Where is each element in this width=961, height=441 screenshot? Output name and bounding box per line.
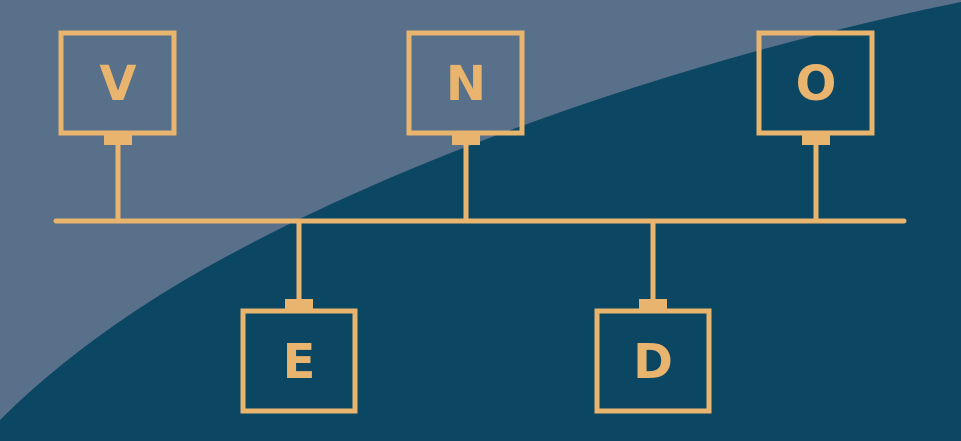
node-label-v: V bbox=[99, 56, 136, 112]
node-label-o: O bbox=[796, 56, 837, 112]
node-label-e: E bbox=[283, 334, 316, 390]
port-tab-o bbox=[802, 133, 830, 145]
port-tab-v bbox=[104, 133, 132, 145]
port-tab-n bbox=[452, 133, 480, 145]
node-label-n: N bbox=[446, 56, 486, 112]
node-label-d: D bbox=[633, 334, 673, 390]
background-highlight bbox=[0, 0, 961, 420]
port-tab-d bbox=[639, 299, 667, 311]
port-tab-e bbox=[285, 299, 313, 311]
